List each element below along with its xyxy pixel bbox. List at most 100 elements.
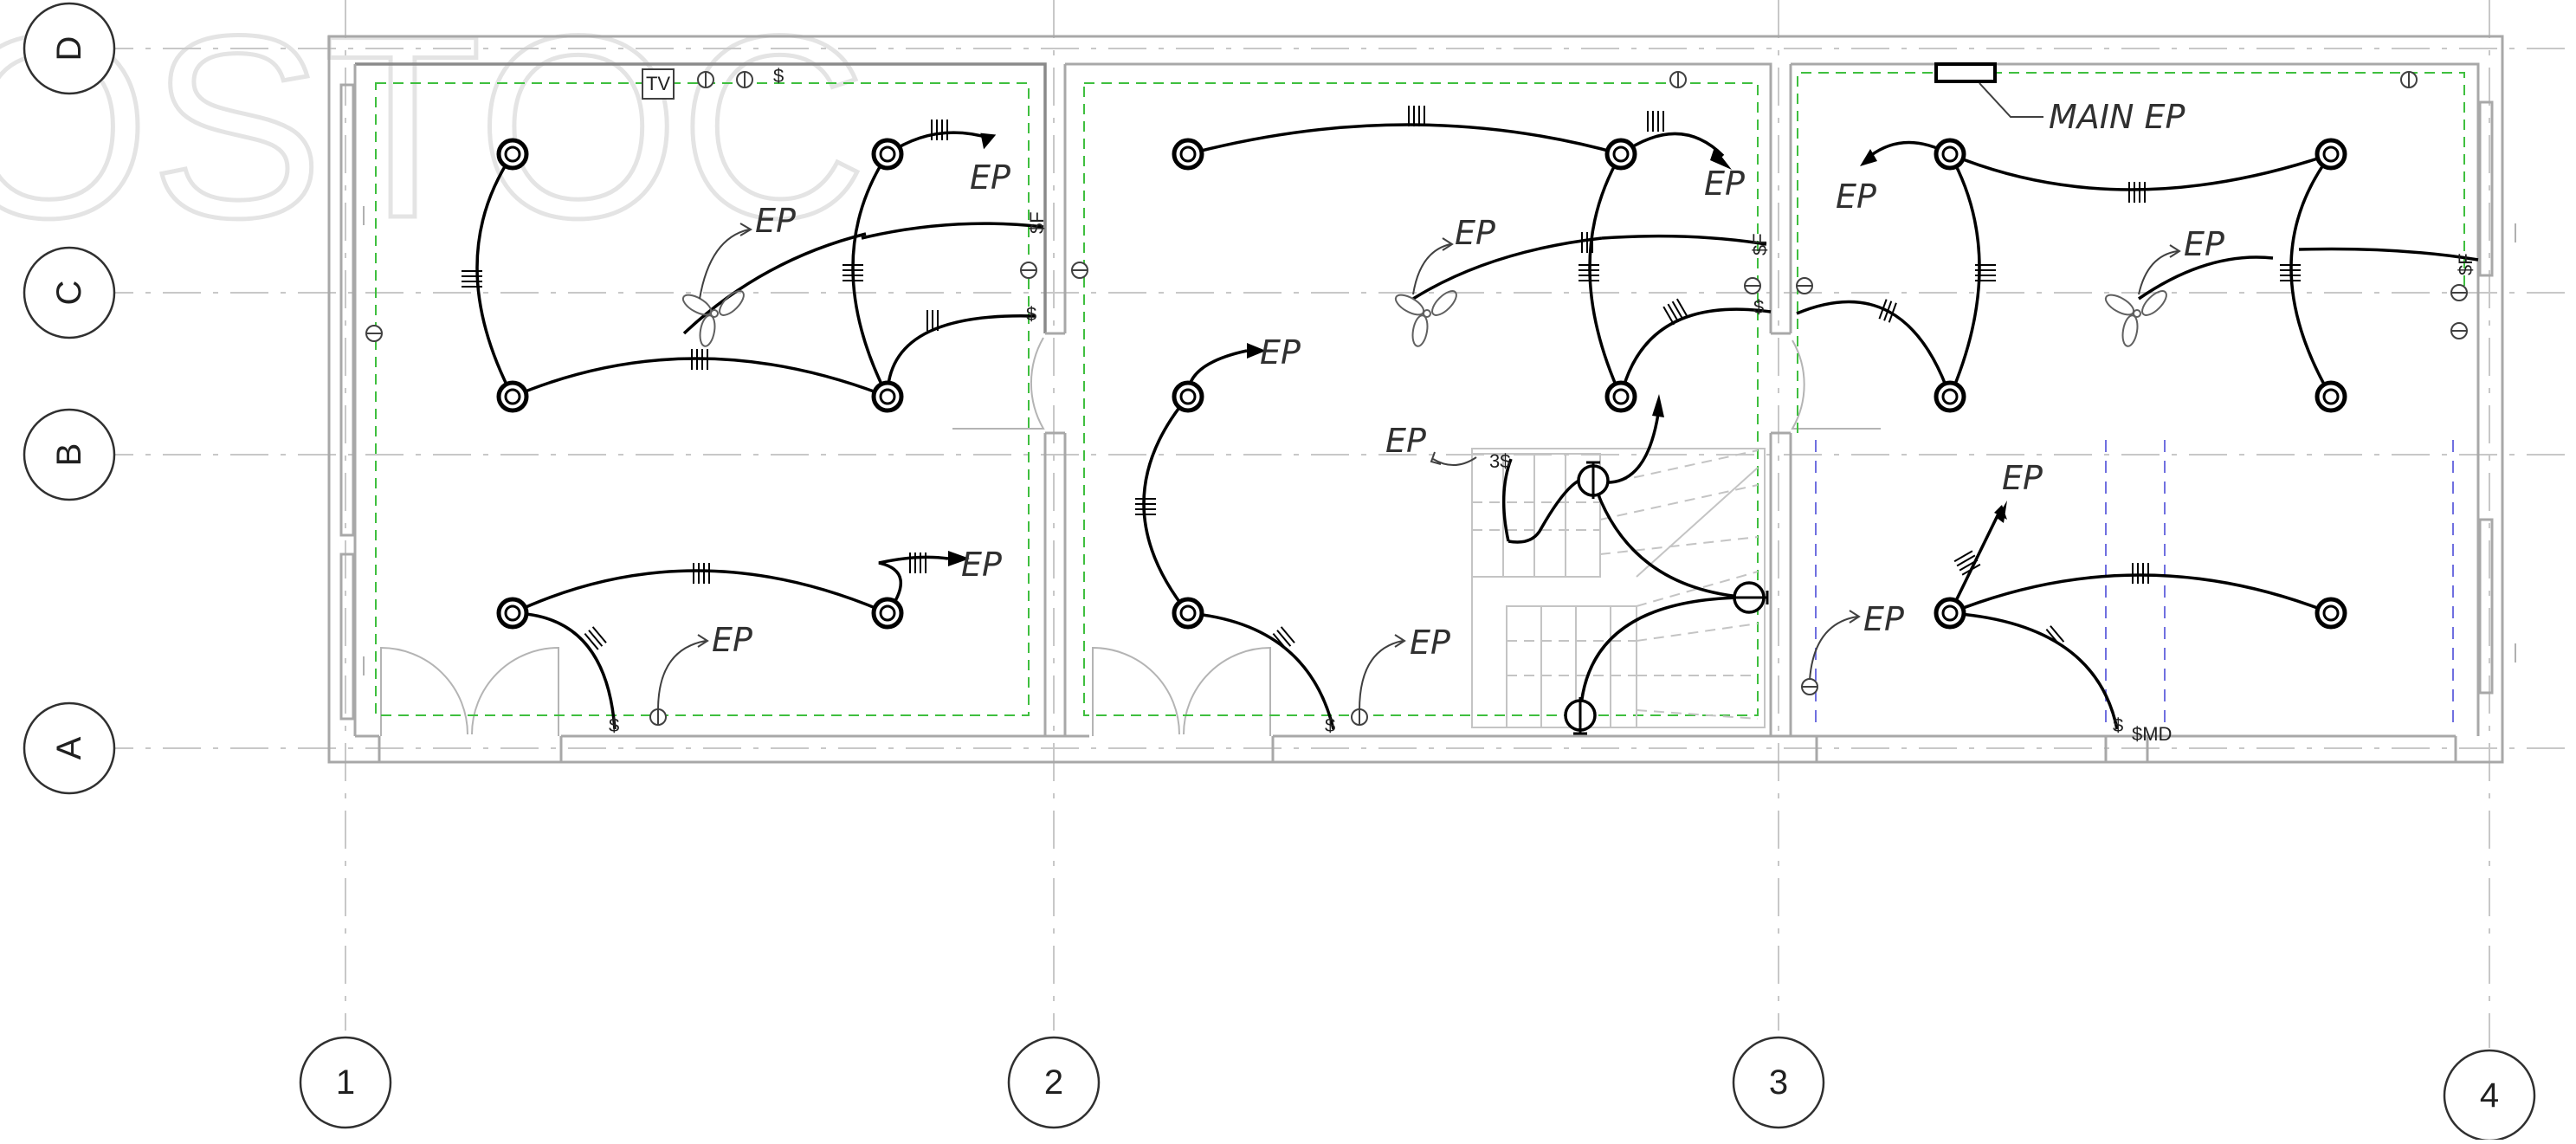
home-run-arrow-icon xyxy=(1652,394,1664,417)
circuit-wire xyxy=(1579,596,1750,718)
column-bubbles: 1 2 3 4 xyxy=(299,1036,2536,1142)
staircase xyxy=(1471,448,1766,728)
column-bubble-3: 3 xyxy=(1732,1036,1825,1129)
row-label-b: B xyxy=(50,443,88,467)
partition-wall-2 xyxy=(1043,433,1067,738)
room3-wall-top xyxy=(1791,62,2480,736)
pendant-lights xyxy=(1564,461,1769,735)
ep-labels: EP EP EP EP EP EP EP EP EP EP EP EP EP xyxy=(657,158,2224,711)
row-bubble-d: D xyxy=(23,2,116,95)
circuit-wire xyxy=(1948,153,1981,397)
light-fixture-icon xyxy=(871,597,904,630)
light-fixture-icon xyxy=(1172,380,1204,413)
watermark-text: OSTOC xyxy=(0,0,867,272)
circuit-wire xyxy=(512,569,888,615)
switches: $ $F $ $ $ $F $ 3$ $ $MD $F xyxy=(609,65,2476,745)
column-bubble-1: 1 xyxy=(299,1036,392,1129)
ep-label: EP xyxy=(2002,459,2043,497)
home-run-arrows xyxy=(948,132,2007,566)
circuit-wire xyxy=(2289,152,2333,397)
window-left xyxy=(339,83,355,537)
tv-outlet: TV xyxy=(642,68,675,100)
outlet-icon xyxy=(1796,277,1813,294)
home-run-arrow-icon xyxy=(948,551,970,566)
ep-label: EP xyxy=(1836,178,1876,216)
row-bubbles: D C B A xyxy=(23,2,116,795)
ep-label: EP xyxy=(1385,422,1426,460)
outlet-icon xyxy=(1801,678,1818,695)
home-run-arrow-icon xyxy=(1710,147,1732,170)
building-walls xyxy=(327,35,2504,764)
circuit-wire xyxy=(1412,236,1603,301)
room3-notch xyxy=(2104,736,2149,764)
circuit-wire xyxy=(2138,255,2274,301)
partition-wall-3 xyxy=(1769,433,1792,738)
door-room3-interior xyxy=(1791,339,1881,430)
column-bubble-2: 2 xyxy=(1007,1036,1101,1129)
outlet-icon xyxy=(1351,708,1368,726)
outlet-icon xyxy=(1020,262,1037,279)
outlet-icon xyxy=(736,71,753,88)
home-run-arrow-icon xyxy=(1247,343,1266,359)
room2-wall-top xyxy=(1065,62,1772,333)
row-bubble-b: B xyxy=(23,408,116,501)
light-fixture-icon xyxy=(1934,597,1966,630)
room1-bottom-wall xyxy=(559,736,1089,764)
row-bubble-c: C xyxy=(23,246,116,339)
light-fixture-icon xyxy=(1604,380,1637,413)
switch-3-symbol: 3$ xyxy=(1489,450,1510,472)
door-room1-right xyxy=(471,646,559,736)
electrical-panel-icon xyxy=(1934,62,1997,83)
circuit-wire xyxy=(1187,123,1622,156)
outlet-icon xyxy=(1669,71,1687,88)
ceiling-boundaries xyxy=(375,72,2465,716)
ep-label: EP xyxy=(961,546,1002,584)
main-ep-label: MAIN EP xyxy=(2049,98,2185,136)
wire-ticks xyxy=(462,106,2301,650)
light-fixture-icon xyxy=(871,380,904,413)
ep-label: EP xyxy=(1260,333,1301,372)
switch-symbol: $ xyxy=(2113,714,2123,736)
circuit-wire xyxy=(1591,480,1750,599)
outlet-icon xyxy=(2450,322,2468,339)
circuit-wire xyxy=(851,153,889,397)
switch-f-symbol: $F xyxy=(1026,211,1048,234)
window-right-lower xyxy=(2478,518,2494,695)
circuit-wire xyxy=(512,357,888,398)
column-label-2: 2 xyxy=(1044,1063,1063,1102)
light-fixture-icon xyxy=(496,597,529,630)
outlet-icon xyxy=(1071,262,1088,279)
ep-label: EP xyxy=(970,158,1010,197)
circuit-wire xyxy=(475,153,514,397)
pendant-light-icon xyxy=(1577,461,1610,499)
ceiling-fan-icon xyxy=(1394,290,1457,347)
door-room2-left xyxy=(1092,646,1180,736)
column-label-4: 4 xyxy=(2480,1076,2499,1115)
light-fixture-icon xyxy=(496,138,529,171)
door-room1-interior xyxy=(952,337,1045,430)
light-fixture-icon xyxy=(1172,597,1204,630)
ceiling-fan-icon xyxy=(681,290,745,347)
stair-outline xyxy=(1471,448,1766,728)
light-fixture-icon xyxy=(2315,380,2347,413)
switch-symbol: $ xyxy=(1026,303,1036,325)
circuit-wire xyxy=(512,611,617,730)
window-arrows xyxy=(363,206,2516,675)
light-fixture-icon xyxy=(2315,597,2347,630)
beam-lines xyxy=(1815,440,2454,727)
switch-f-symbol: $F xyxy=(1749,233,1771,255)
row-bubble-a: A xyxy=(23,701,116,795)
ep-label: EP xyxy=(2184,225,2224,263)
ep-label: EP xyxy=(1863,600,1904,638)
circuit-wire xyxy=(2298,247,2479,262)
light-fixture-icon xyxy=(1934,138,1966,171)
circuit-wire xyxy=(682,232,867,335)
ceiling-fans xyxy=(681,290,2167,347)
outlet-icon xyxy=(1744,277,1761,294)
door-room2-right xyxy=(1183,646,1271,736)
circuit-wire xyxy=(1601,234,1767,246)
light-fixture-icon xyxy=(1934,380,1966,413)
circuit-wire xyxy=(1949,573,2332,615)
